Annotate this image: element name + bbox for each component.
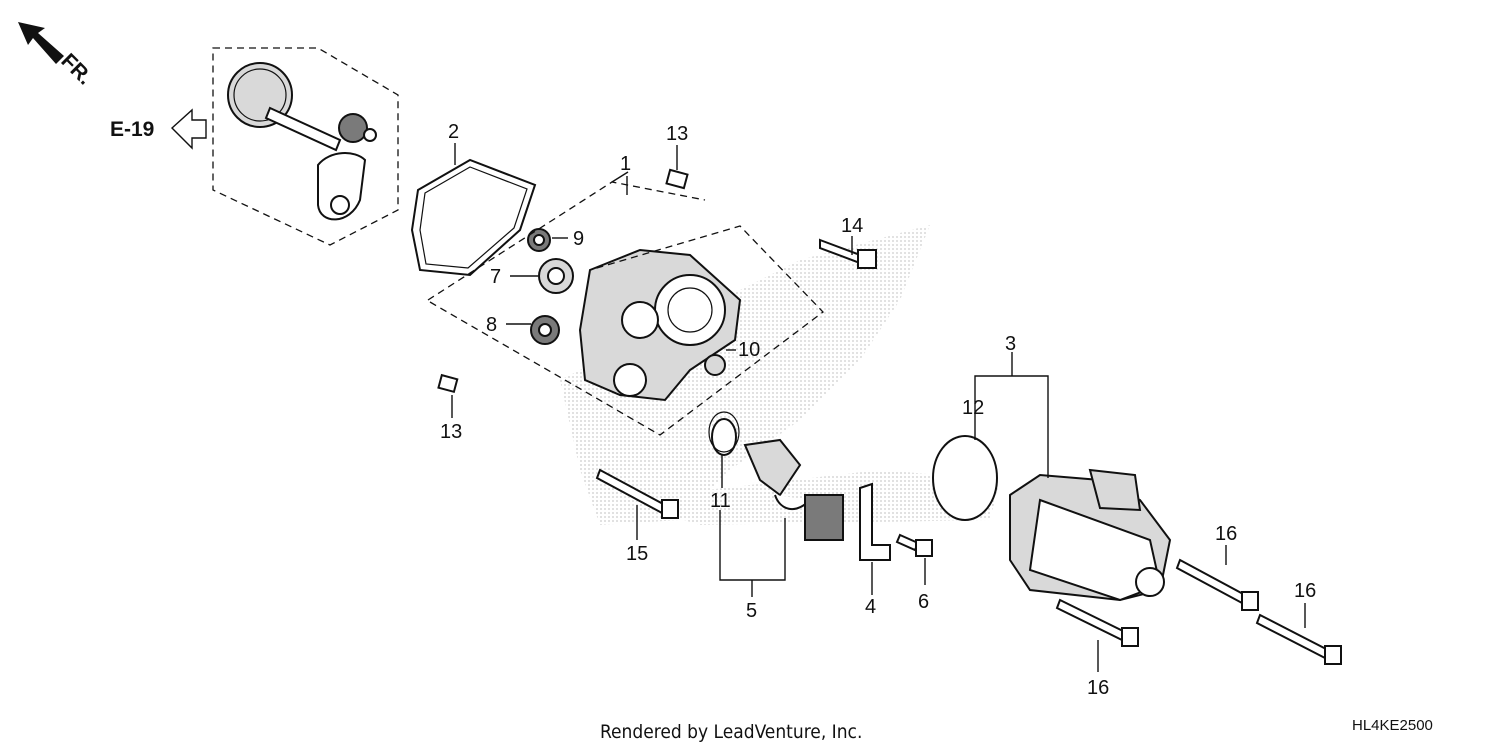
- callout-16-a: 16: [1215, 523, 1237, 545]
- motor-part: [1009, 468, 1172, 602]
- reference-arrow-icon: [170, 108, 207, 150]
- reference-label: E-19: [110, 118, 154, 141]
- callout-3: 3: [1005, 333, 1016, 355]
- bearing-7: [538, 258, 574, 294]
- callout-10: 10: [738, 339, 760, 361]
- bearing-8: [530, 315, 560, 345]
- bolt-6: [895, 533, 933, 557]
- dowel-pin-upper: [665, 168, 689, 190]
- bolt-16-b: [1055, 598, 1139, 647]
- callout-15: 15: [626, 543, 648, 565]
- dowel-pin-lower: [437, 373, 459, 394]
- footer-credit: Rendered by LeadVenture, Inc.: [600, 721, 862, 743]
- bolt-14: [819, 238, 877, 269]
- o-ring-12: [932, 435, 998, 521]
- callout-8: 8: [486, 314, 497, 336]
- callout-1: 1: [620, 153, 631, 175]
- callout-16-b: 16: [1087, 677, 1109, 699]
- callout-13-top: 13: [666, 123, 688, 145]
- bolt-15: [595, 468, 679, 519]
- gear-shaft-assembly: [227, 62, 377, 221]
- callout-16-c: 16: [1294, 580, 1316, 602]
- callout-12: 12: [962, 397, 984, 419]
- diagram-code: HL4KE2500: [1352, 717, 1433, 734]
- callout-4: 4: [865, 596, 876, 618]
- callout-13-bottom: 13: [440, 421, 462, 443]
- callout-6: 6: [918, 591, 929, 613]
- reference-frame: [212, 47, 399, 246]
- callout-2: 2: [448, 121, 459, 143]
- front-direction-arrow-icon: [18, 22, 64, 64]
- bracket-part: [859, 482, 891, 561]
- housing-cover-part: [578, 248, 742, 402]
- callout-14: 14: [841, 215, 863, 237]
- gasket-part: [410, 158, 537, 277]
- bearing-9: [527, 228, 551, 252]
- bolt-16-a: [1175, 558, 1259, 611]
- o-ring-11: [708, 411, 740, 453]
- bolt-16-c: [1255, 613, 1342, 665]
- callout-5: 5: [746, 600, 757, 622]
- switch-assembly-part: [711, 418, 844, 541]
- callout-11: 11: [710, 490, 731, 512]
- callout-7: 7: [490, 266, 501, 288]
- callout-9: 9: [573, 228, 584, 250]
